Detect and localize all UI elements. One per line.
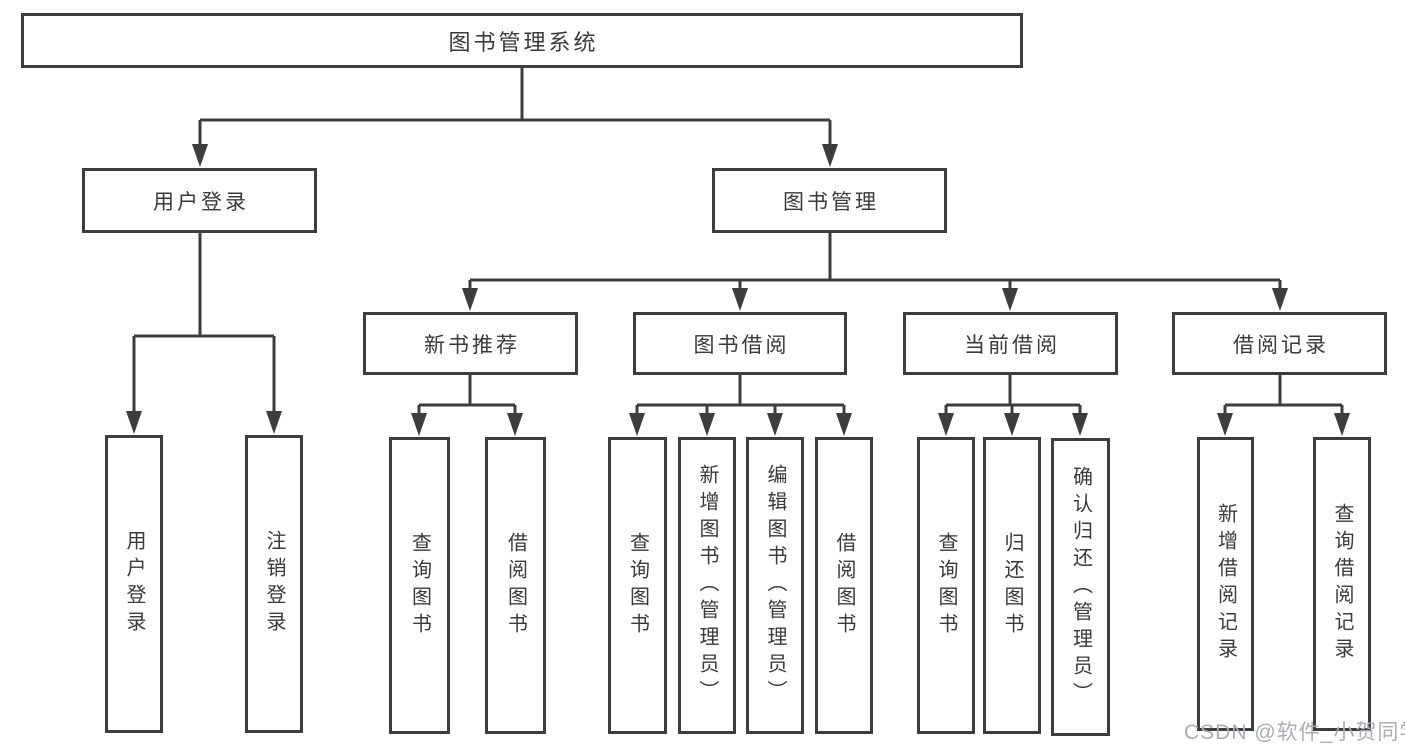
leaf-current-confirm-admin: 确认归还（管理员） [1051, 438, 1110, 736]
leaf-records-query: 查询借阅记录 [1313, 437, 1371, 731]
leaf-user-login: 用户登录 [105, 435, 163, 733]
leaf-logout: 注销登录 [245, 435, 303, 733]
leaf-current-return: 归还图书 [983, 437, 1041, 734]
node-current-borrow: 当前借阅 [903, 312, 1118, 375]
node-borrow-records: 借阅记录 [1172, 312, 1387, 375]
leaf-borrow-book: 借阅图书 [815, 437, 873, 734]
csdn-watermark: CSDN @软件_小贺同学 [1184, 721, 1405, 744]
node-book-borrow: 图书借阅 [633, 312, 847, 375]
leaf-borrow-query: 查询图书 [608, 437, 667, 734]
leaf-newbook-query: 查询图书 [389, 437, 450, 734]
leaf-newbook-borrow: 借阅图书 [485, 437, 546, 734]
leaf-borrow-edit-admin: 编辑图书（管理员） [746, 437, 804, 734]
node-root: 图书管理系统 [21, 13, 1023, 68]
leaf-records-add: 新增借阅记录 [1197, 437, 1254, 731]
leaf-borrow-add-admin: 新增图书（管理员） [678, 437, 736, 734]
arrowheads [126, 144, 1350, 436]
node-book-management: 图书管理 [712, 168, 947, 233]
leaf-current-query: 查询图书 [917, 437, 975, 734]
node-new-book-recommend: 新书推荐 [363, 312, 578, 375]
node-user-login: 用户登录 [82, 168, 317, 233]
